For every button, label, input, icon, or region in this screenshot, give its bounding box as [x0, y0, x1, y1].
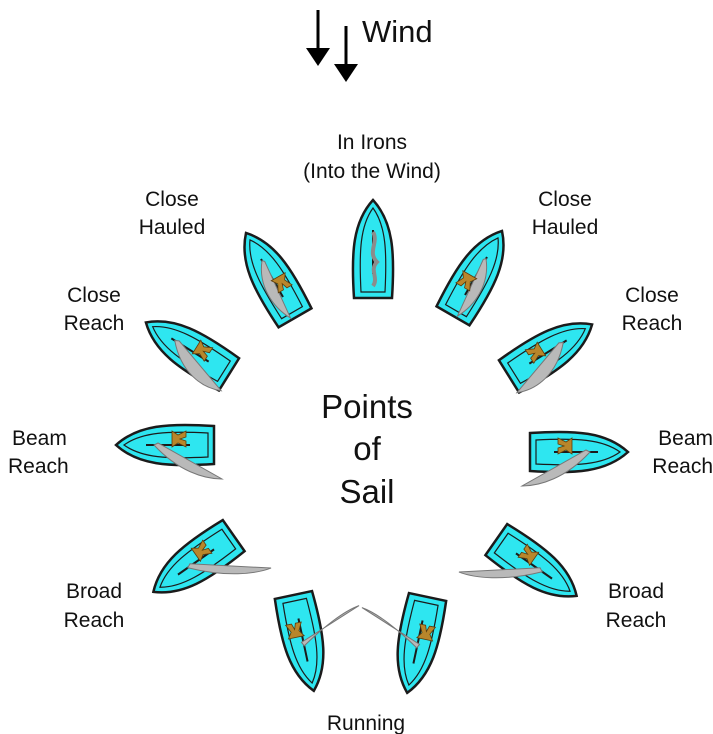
- boat-close-hauled-right: [436, 221, 520, 326]
- boat-broad-reach-right: [459, 516, 588, 635]
- center-title-line-3: Sail: [339, 473, 394, 510]
- center-title-line-1: Points: [321, 388, 413, 425]
- boat-running-left: [274, 582, 375, 695]
- label-broad-reach-right-line-2: Reach: [606, 609, 667, 632]
- point-beam-reach-left: Beam Reach: [8, 425, 222, 479]
- boat-broad-reach-left: [142, 512, 271, 631]
- point-broad-reach-right: Broad Reach: [459, 516, 666, 635]
- label-close-hauled-right-line-1: Close: [538, 188, 592, 211]
- point-running: Running: [274, 582, 447, 734]
- label-close-reach-left-line-2: Reach: [64, 312, 125, 335]
- label-broad-reach-right-line-1: Broad: [608, 580, 664, 603]
- label-close-hauled-right-line-2: Hauled: [532, 216, 599, 239]
- center-title-line-2: of: [353, 430, 381, 467]
- boat-in-irons: [353, 200, 393, 298]
- label-beam-reach-right-line-1: Beam: [658, 427, 713, 450]
- label-broad-reach-left-line-1: Broad: [66, 580, 122, 603]
- label-close-reach-right-line-1: Close: [625, 284, 679, 307]
- center-title: Points of Sail: [321, 388, 413, 510]
- point-close-hauled-right: Close Hauled: [436, 188, 599, 326]
- label-running: Running: [327, 712, 405, 734]
- boat-close-reach-left: [134, 305, 241, 394]
- label-in-irons-line-2: (Into the Wind): [303, 160, 441, 183]
- label-close-reach-right-line-2: Reach: [622, 312, 683, 335]
- label-close-hauled-left-line-1: Close: [145, 188, 199, 211]
- boat-beam-reach-right: [522, 432, 628, 486]
- point-broad-reach-left: Broad Reach: [64, 512, 271, 632]
- point-close-reach-right: Close Reach: [497, 284, 683, 396]
- sail-luffing: [373, 232, 377, 286]
- boat-beam-reach-left: [116, 425, 222, 479]
- wind-arrows-icon: [306, 10, 358, 82]
- label-in-irons-line-1: In Irons: [337, 131, 407, 154]
- point-beam-reach-right: Beam Reach: [522, 427, 713, 486]
- boat-close-reach-right: [497, 307, 604, 396]
- wind-label: Wind: [362, 14, 433, 49]
- point-close-reach-left: Close Reach: [64, 284, 242, 394]
- point-close-hauled-left: Close Hauled: [139, 188, 313, 328]
- boat-running-right: [347, 584, 448, 697]
- label-beam-reach-left-line-1: Beam: [12, 427, 67, 450]
- point-in-irons: In Irons (Into the Wind): [303, 131, 441, 298]
- label-beam-reach-right-line-2: Reach: [652, 455, 713, 478]
- label-beam-reach-left-line-2: Reach: [8, 455, 69, 478]
- label-close-reach-left-line-1: Close: [67, 284, 121, 307]
- boat-close-hauled-left: [229, 223, 313, 328]
- label-broad-reach-left-line-2: Reach: [64, 609, 125, 632]
- label-close-hauled-left-line-2: Hauled: [139, 216, 206, 239]
